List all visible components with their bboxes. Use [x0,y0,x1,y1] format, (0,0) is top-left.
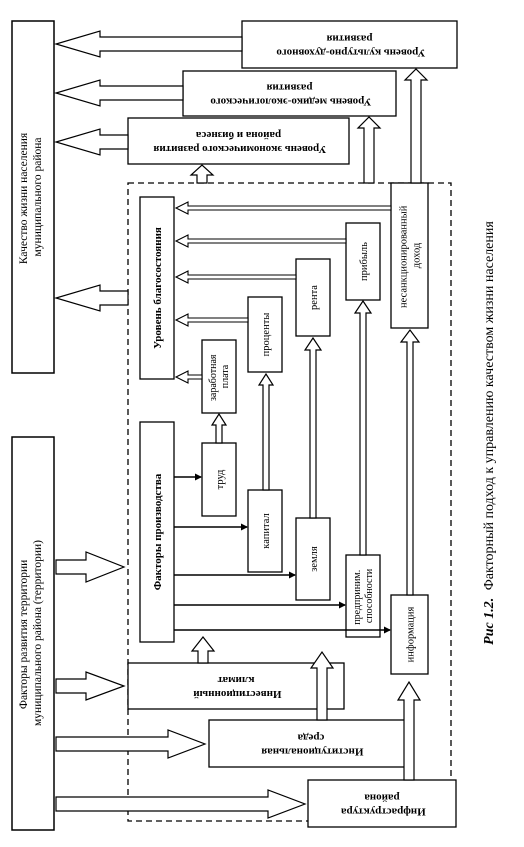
territory-arrows [55,551,307,819]
labels: Качество жизни населения муниципального … [18,33,497,818]
arrow-capital-to-interest [257,372,275,491]
entrepreneur-label: предприним. способности [352,567,375,624]
arrow-territory-to-institutional [55,729,207,759]
caption-text: Факторный подход к управлению качеством … [482,221,497,591]
arrow-territory-to-frame [55,551,126,583]
interest-label: проценты [261,313,272,357]
arrow-territory-to-infrastructure [55,789,307,819]
arrow-investment-to-frame [190,636,216,664]
salary-box [201,339,237,414]
quality-box [11,20,55,374]
caption-label: Рис 1.2. [482,598,497,645]
arrow-frame-to-medical [356,116,382,184]
arrow-infrastructure-to-frame [396,680,422,781]
rent-label: рента [309,285,320,310]
salary-label: заработная плата [208,352,231,401]
territory-label: Факторы развития территории муниципально… [18,540,44,726]
arrow-territory-to-investment [55,671,126,701]
profit-box [345,222,381,301]
cultural-box [241,20,458,69]
investment-box [127,662,345,710]
arrow-frame-to-quality [53,284,129,312]
economic-label: Уровень экономического развития района и… [151,129,327,155]
production-label: Факторы производства [152,473,164,590]
production-box [139,421,175,643]
welfare-label: Уровень благосостояния [152,227,164,349]
arrow-salary-to-welfare [174,370,203,384]
land-box [295,517,331,601]
vertical-arrows [189,68,429,781]
arrow-rent-to-welfare [174,270,297,284]
infrastructure-label: Инфраструктура района [338,792,425,818]
arrow-frame-to-economic [189,164,215,184]
arrow-economic-to-quality [53,128,129,156]
rent-box [295,258,331,337]
medical-label: Уровень медико-экологического развития [208,82,372,108]
arrow-information-to-unsanctioned [399,329,421,596]
dashed-frame [127,182,452,822]
institutional-label: Институциональная среда [259,732,364,758]
unsanctioned-label: несанкционированный доход [399,203,423,308]
production-arrows [174,473,391,634]
profit-label: прибыль [359,242,370,281]
information-label: информация [406,606,417,662]
entrepreneur-box [345,554,381,638]
territory-box [11,436,55,831]
arrow-profit-to-welfare [174,234,347,248]
institutional-box [208,719,414,768]
arrow-entrepreneur-to-profit [353,299,373,556]
labor-label: труд [215,469,226,489]
cultural-label: Уровень культурно-духовного развития [274,33,426,59]
land-label: земля [309,546,320,572]
arrow-unsanctioned-to-welfare [174,201,392,215]
arrow-labor-to-salary [210,412,228,444]
arrow-interest-to-welfare [174,313,249,327]
interest-box [247,296,283,373]
welfare-box [139,196,175,380]
arrow-medical-to-quality [53,79,184,107]
quality-label: Качество жизни населения муниципального … [18,130,44,264]
unsanctioned-box [390,182,429,329]
arrow-cultural-to-quality [53,30,243,58]
figure-caption: Рис 1.2. Факторный подход к управлению к… [482,221,497,645]
arrow-institutional-to-frame [309,650,335,721]
arrow-land-to-rent [303,336,323,519]
welfare-income-arrows [174,201,392,384]
arrow-frame-to-cultural [403,68,429,184]
investment-label: Инвестиционный климат [190,674,281,700]
infrastructure-box [307,779,457,828]
hollow-arrows [53,30,243,312]
capital-label: капитал [261,513,272,548]
